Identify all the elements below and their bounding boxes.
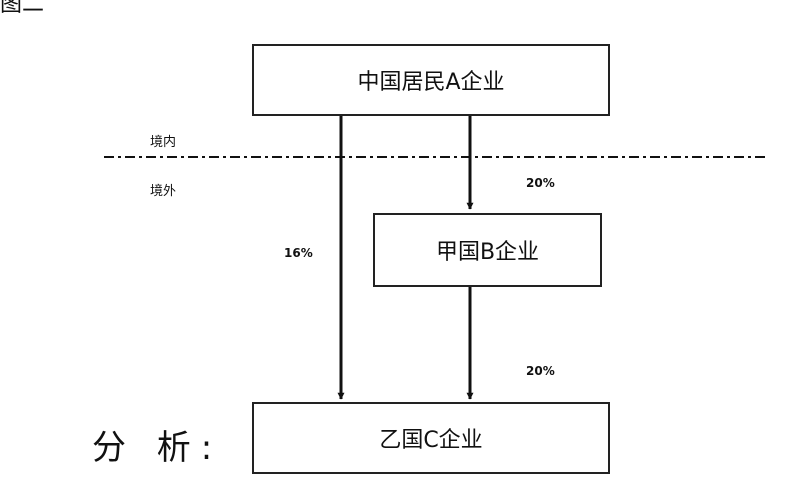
- box-b-label: 甲国B企业: [435, 240, 540, 265]
- box-b-enterprise: 甲国B企业: [373, 213, 602, 287]
- box-c-label: 乙国C企业: [379, 428, 483, 453]
- share-a-to-c: 16%: [284, 246, 313, 260]
- box-a-label: 中国居民A企业: [357, 70, 505, 95]
- corner-title: 图二: [0, 0, 45, 17]
- analysis-label: 分 析:: [92, 428, 223, 468]
- box-a-enterprise: 中国居民A企业: [252, 44, 610, 116]
- box-c-enterprise: 乙国C企业: [252, 402, 610, 474]
- overseas-label: 境外: [150, 184, 177, 199]
- share-a-to-b: 20%: [526, 176, 555, 190]
- share-b-to-c: 20%: [526, 364, 555, 378]
- domestic-label: 境内: [150, 135, 177, 150]
